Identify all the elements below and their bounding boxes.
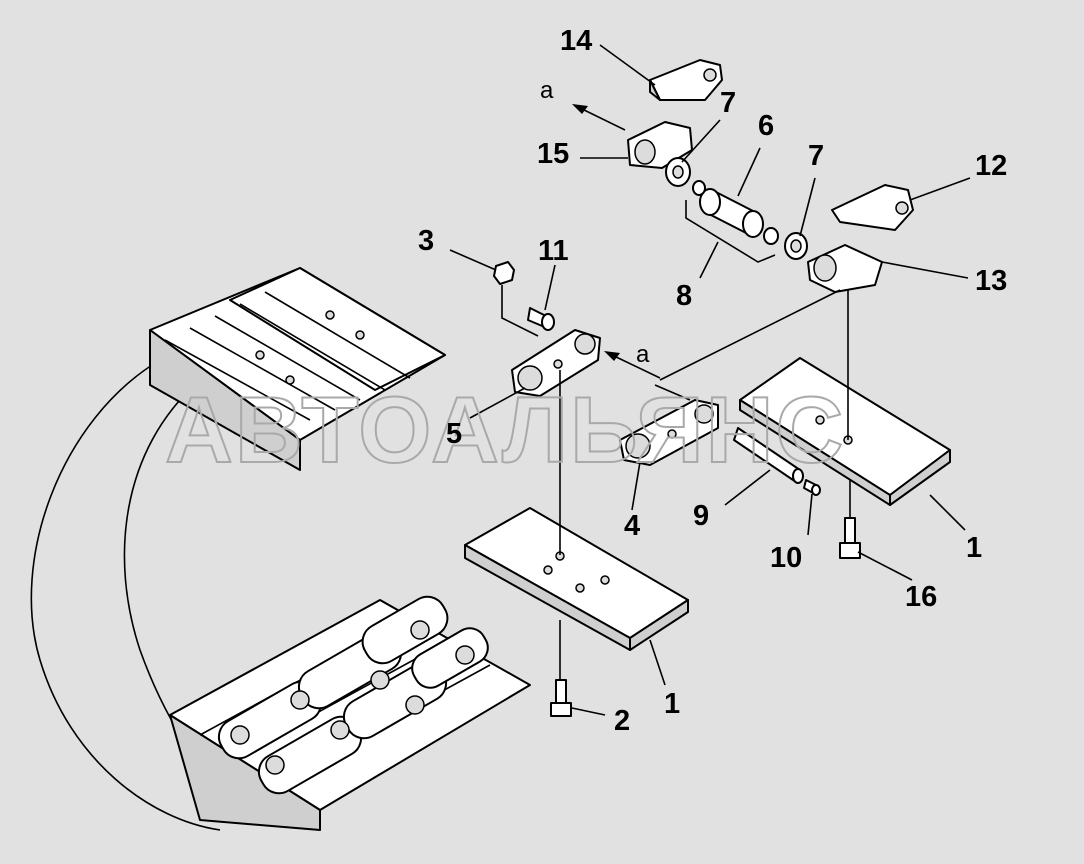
callout-16: 16 [905,581,937,613]
callout-10: 10 [770,542,802,574]
direction-label-middle: a [636,341,650,368]
callout-2: 2 [614,705,630,737]
part-4-master-link [619,399,719,466]
part-6-bushing [699,188,764,238]
part-11-bolt [527,307,555,331]
callout-1-right: 1 [966,532,982,564]
part-16-bolt [839,517,861,559]
callout-9: 9 [693,500,709,532]
callout-5: 5 [446,418,462,450]
part-1-shoe-right [739,357,951,506]
part-3-nut [493,261,515,285]
callout-7-upper: 7 [720,87,736,119]
track-assembly-drawing [30,267,531,831]
callout-13: 13 [975,265,1007,297]
callout-14: 14 [560,25,592,57]
part-2-bolt [550,679,572,717]
callout-1-left: 1 [664,688,680,720]
callout-6: 6 [758,110,774,142]
part-14-link [649,59,723,101]
leader-lines [449,44,971,716]
part-8-pin [685,180,779,263]
part-9-pin [733,427,804,484]
part-13-link [807,244,883,293]
callout-3: 3 [418,225,434,257]
callout-8: 8 [676,280,692,312]
callout-7-lower: 7 [808,140,824,172]
watermark-text: АВТОАЛЬЯНС [165,377,845,482]
callout-15: 15 [537,138,569,170]
part-15-link [627,121,693,169]
part-12-link [831,184,914,231]
callout-4: 4 [624,510,640,542]
part-5-master-link [511,329,601,397]
chain-links-drawing [217,595,489,795]
part-1-shoe-left [464,507,689,651]
callout-12: 12 [975,150,1007,182]
direction-label-upper: a [540,77,554,104]
callout-11: 11 [538,235,569,267]
part-10-spacer [803,479,821,496]
